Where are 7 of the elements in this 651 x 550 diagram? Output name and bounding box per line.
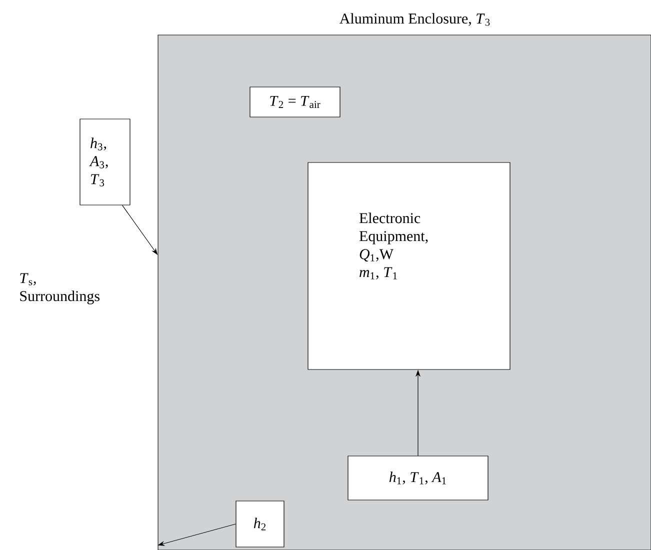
surroundings-label: T$_{s}$, Surroundings xyxy=(20,273,100,304)
text-box: T$_{2}$ = T$_{air}$ xyxy=(250,86,340,118)
enclosure-title: Aluminum Enclosure, T$_{3}$ xyxy=(340,13,490,26)
text-box: h$_{2}$ xyxy=(236,500,284,548)
text-box: h$_{3}$, A$_{3}$, T$_{3}$ xyxy=(80,118,130,206)
text-box: h$_{1}$, T$_{1}$, A$_{1}$ xyxy=(348,456,488,500)
equipment-box: Electronic Equipment, Q$_{1}$,W m$_{1}$, T$_{1}$ xyxy=(308,162,510,370)
